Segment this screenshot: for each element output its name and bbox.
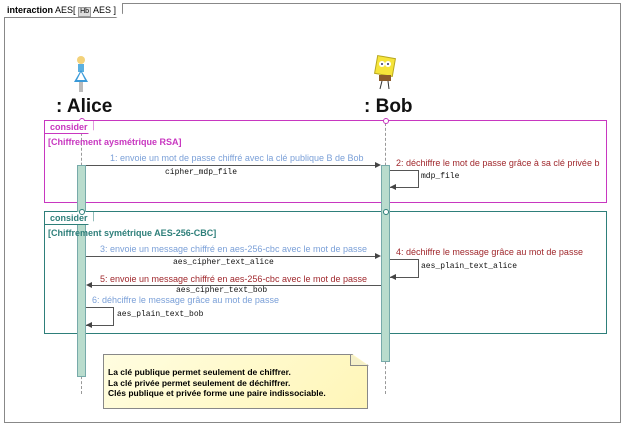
frame-ref-name[interactable]: AES: [93, 5, 112, 15]
note[interactable]: La clé publique permet seulement de chif…: [103, 354, 368, 409]
diagram-ref-icon: Hb: [78, 7, 92, 17]
message-5-arg: aes_cipher_text_bob: [176, 286, 268, 295]
consider-fragment-aes: [44, 211, 607, 334]
message-5-arrow[interactable]: [92, 285, 381, 286]
gate-circle: [79, 209, 85, 215]
frame-kind: interaction: [7, 5, 54, 15]
actor-bob-label[interactable]: : Bob: [364, 96, 413, 117]
spongebob-icon: [373, 55, 397, 90]
message-6-self-arrow[interactable]: [86, 307, 114, 326]
message-6-arg: aes_plain_text_bob: [117, 310, 204, 319]
fragment-operator: consider: [45, 212, 94, 225]
arrowhead-icon: [375, 162, 381, 168]
gate-circle: [383, 209, 389, 215]
note-line: La clé publique permet seulement de chif…: [108, 367, 291, 377]
gate-circle: [383, 118, 389, 124]
message-2-label[interactable]: 2: déchiffre le mot de passe grâce à sa …: [396, 158, 600, 168]
frame-tab: interaction AES[ Hb AES ]: [4, 3, 124, 18]
consider-fragment-rsa: [44, 120, 607, 203]
message-4-self-arrow[interactable]: [390, 259, 419, 278]
interaction-frame: [4, 3, 621, 423]
alice-activation-bar[interactable]: [77, 165, 86, 377]
arrowhead-icon: [390, 184, 396, 190]
actor-alice-label[interactable]: : Alice: [56, 96, 113, 117]
message-6-label[interactable]: 6: déhciffre le message grâce au mot de …: [92, 295, 279, 305]
fragment-operator: consider: [45, 121, 94, 134]
arrowhead-icon: [86, 282, 92, 288]
message-2-self-arrow[interactable]: [390, 170, 419, 188]
message-1-arrow[interactable]: [86, 165, 375, 166]
arrowhead-icon: [390, 274, 396, 280]
message-2-arg: mdp_file: [421, 172, 460, 181]
message-4-arg: aes_plain_text_alice: [421, 262, 518, 271]
note-line: La clé privée permet seulement de déchif…: [108, 377, 291, 388]
frame-name: AES: [55, 5, 74, 15]
fragment-guard: [Chiffrement symétrique AES-256-CBC]: [48, 228, 217, 238]
message-3-arg: aes_cipher_text_alice: [173, 258, 274, 267]
arrowhead-icon: [86, 322, 92, 328]
bob-activation-bar[interactable]: [381, 165, 390, 362]
note-line: Clés publique et privée forme une paire …: [108, 388, 326, 398]
message-3-label[interactable]: 3: envoie un message chiffré en aes-256-…: [100, 244, 367, 254]
fragment-guard: [Chiffrement aysmétrique RSA]: [48, 137, 182, 147]
message-5-label[interactable]: 5: envoie un message chiffré en aes-256-…: [100, 274, 367, 284]
arrowhead-icon: [375, 253, 381, 259]
message-1-arg: cipher_mdp_file: [165, 168, 238, 177]
message-3-arrow[interactable]: [86, 256, 375, 257]
alice-icon: [74, 56, 88, 92]
message-1-label[interactable]: 1: envoie un mot de passe chiffré avec l…: [110, 153, 364, 163]
message-4-label[interactable]: 4: déchiffre le message grâce au mot de …: [396, 247, 583, 257]
